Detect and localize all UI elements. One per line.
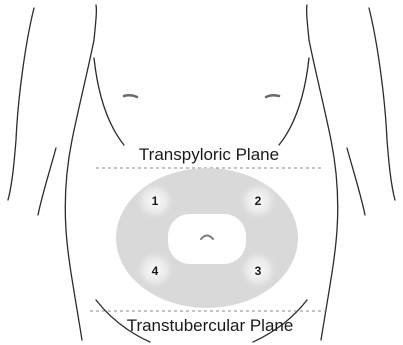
right-arm-outer bbox=[369, 8, 395, 200]
quadrant-number-3: 3 bbox=[255, 264, 262, 278]
transpyloric-plane-label: Transpyloric Plane bbox=[139, 145, 279, 164]
right-nipple bbox=[266, 95, 279, 97]
navel-cutout bbox=[168, 214, 246, 264]
nipples bbox=[124, 95, 279, 97]
left-arm-outer bbox=[8, 8, 34, 200]
right-armpit bbox=[307, 5, 309, 40]
rib-margin bbox=[94, 58, 124, 145]
quadrant-number-2: 2 bbox=[255, 194, 262, 208]
right-arm-inner bbox=[347, 148, 365, 215]
quadrant-number-1: 1 bbox=[152, 194, 159, 208]
quadrant-number-4: 4 bbox=[152, 264, 159, 278]
rib-margin-right bbox=[279, 58, 309, 145]
transtubercular-plane-label: Transtubercular Plane bbox=[127, 316, 294, 335]
left-torso-side bbox=[65, 40, 94, 340]
right-torso-side bbox=[309, 40, 338, 340]
left-arm-inner bbox=[38, 148, 56, 215]
left-armpit bbox=[94, 5, 96, 40]
left-nipple bbox=[124, 95, 137, 97]
